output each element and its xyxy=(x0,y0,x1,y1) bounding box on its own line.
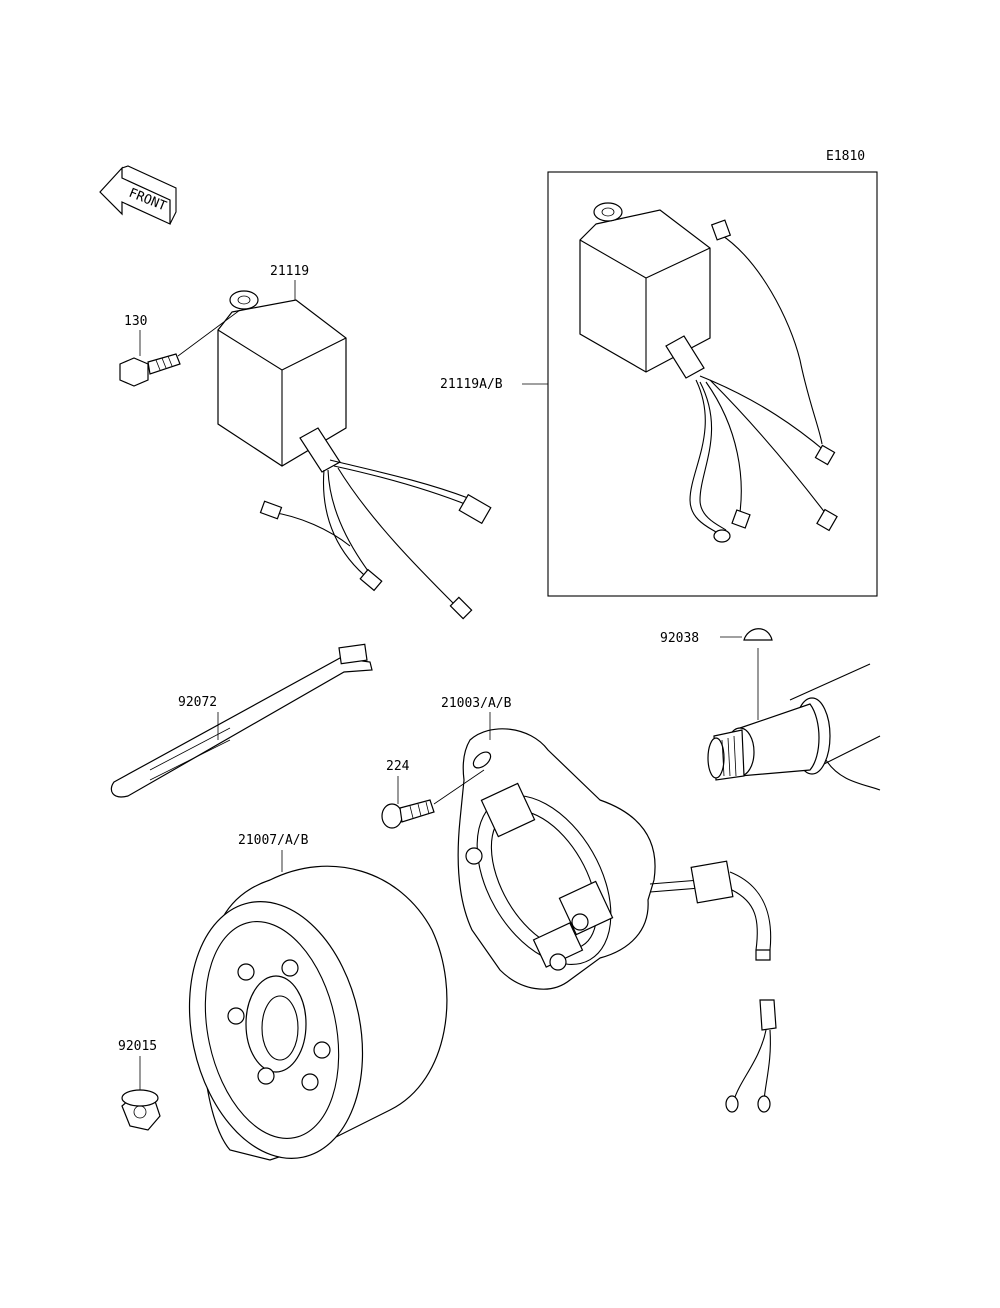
nut-92015 xyxy=(121,1089,161,1131)
callout-ignitor: 21119 xyxy=(270,264,309,279)
diagram-code: E1810 xyxy=(826,149,865,164)
callout-nut: 92015 xyxy=(118,1039,157,1054)
ignitor-unit xyxy=(217,290,492,620)
stator-assembly xyxy=(457,728,777,1113)
callout-rotor: 21007/A/B xyxy=(238,833,309,848)
cable-tie xyxy=(110,643,373,798)
callout-ignitor-variant: 21119A/B xyxy=(440,377,503,392)
ignitor-variant-unit xyxy=(579,202,838,543)
callout-tie: 92072 xyxy=(178,695,217,710)
crankshaft xyxy=(707,663,881,791)
flywheel-rotor xyxy=(188,865,448,1161)
callout-bolt: 130 xyxy=(124,314,147,329)
callout-key: 92038 xyxy=(660,631,699,646)
callout-screw: 224 xyxy=(386,759,410,774)
bolt-130 xyxy=(119,353,181,387)
callout-stator: 21003/A/B xyxy=(441,696,512,711)
screw-224 xyxy=(381,799,435,829)
woodruff-key xyxy=(743,628,773,641)
front-arrow-icon: FRONT xyxy=(99,165,177,225)
